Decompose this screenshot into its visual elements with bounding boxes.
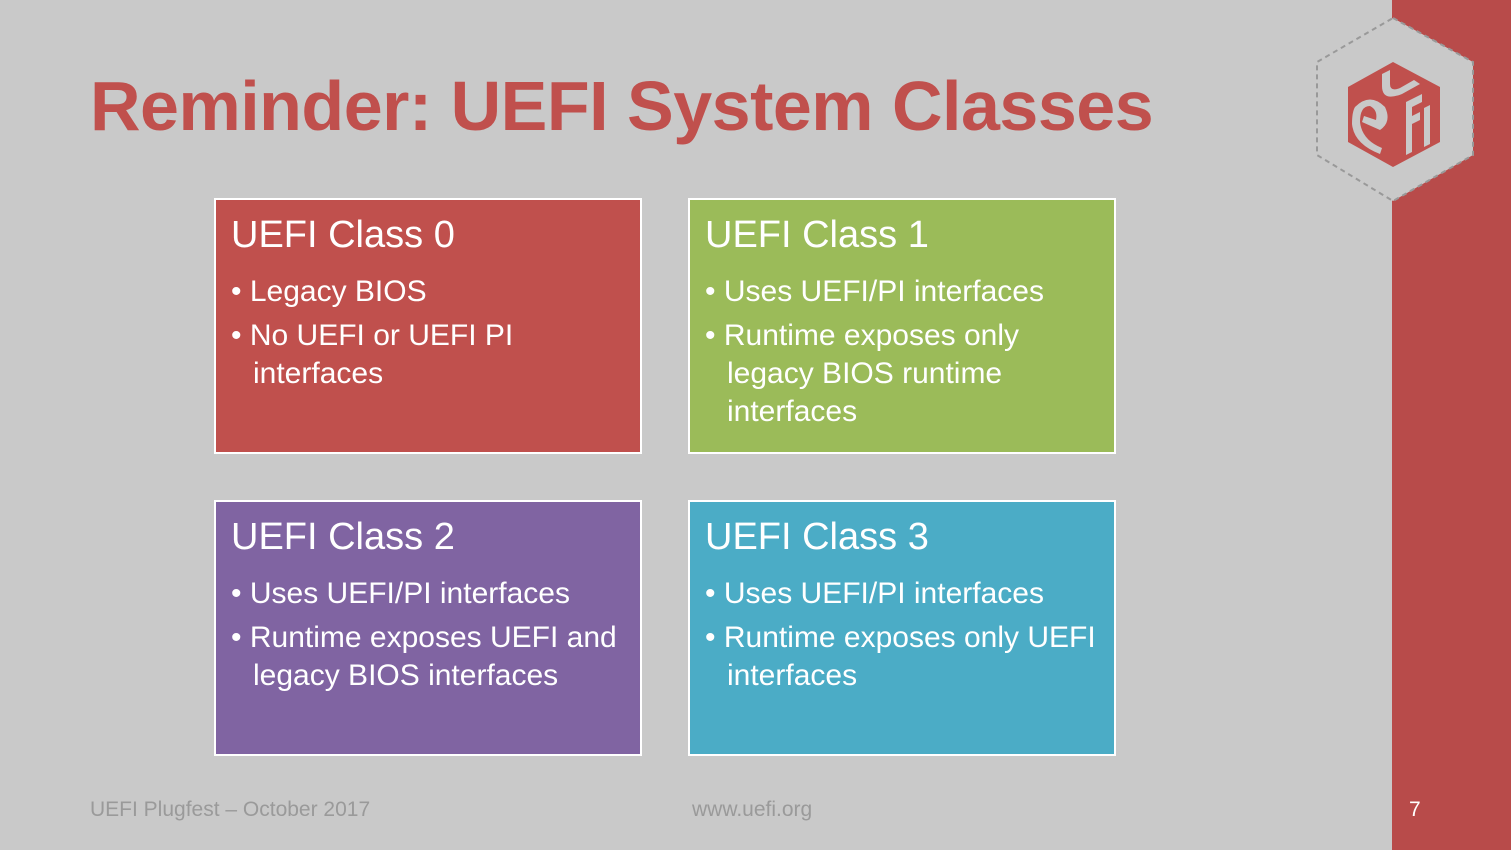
uefi-logo xyxy=(1316,16,1474,203)
bullet: Runtime exposes UEFI and legacy BIOS int… xyxy=(231,619,640,695)
bullet: Legacy BIOS xyxy=(231,273,640,311)
footer-url[interactable]: www.uefi.org xyxy=(692,798,813,821)
slide-title: Reminder: UEFI System Classes xyxy=(90,67,1154,145)
class-3-box: UEFI Class 3 Uses UEFI/PI interfacesRunt… xyxy=(688,500,1116,756)
box-heading: UEFI Class 3 xyxy=(705,516,929,558)
bullet: Runtime exposes only UEFI interfaces xyxy=(705,619,1114,695)
box-heading: UEFI Class 2 xyxy=(231,516,455,558)
class-0-box: UEFI Class 0 Legacy BIOS No UEFI or UEFI … xyxy=(214,198,642,454)
bullet: Uses UEFI/PI interfaces xyxy=(705,273,1114,311)
bullet: Uses UEFI/PI interfaces xyxy=(231,575,640,613)
class-2-box: UEFI Class 2 Uses UEFI/PI interfacesRunt… xyxy=(214,500,642,756)
box-heading: UEFI Class 0 xyxy=(231,214,455,256)
bullet: No UEFI or UEFI PI interfaces xyxy=(231,317,640,393)
bullet: Runtime exposes only legacy BIOS runtime… xyxy=(705,317,1114,431)
bullet: Uses UEFI/PI interfaces xyxy=(705,575,1114,613)
class-1-box: UEFI Class 1 Uses UEFI/PI interfacesRunt… xyxy=(688,198,1116,454)
footer-event: UEFI Plugfest – October 2017 xyxy=(90,798,371,821)
box-heading: UEFI Class 1 xyxy=(705,214,929,256)
page-number: 7 xyxy=(1409,798,1421,821)
